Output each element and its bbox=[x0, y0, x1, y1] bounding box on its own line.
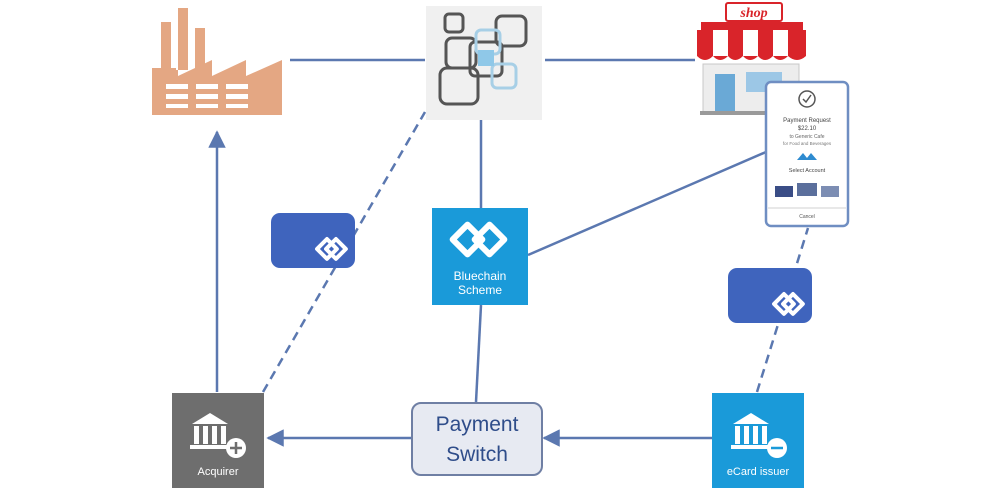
phone-cancel: Cancel bbox=[799, 214, 815, 220]
chain-link-icon bbox=[772, 292, 805, 316]
shop-icon: shop bbox=[697, 2, 806, 115]
card-option-3 bbox=[821, 186, 839, 197]
bluechain-scheme-node: Bluechain Scheme bbox=[432, 208, 528, 305]
payment-switch-node: Payment Switch bbox=[411, 402, 543, 476]
phone-select-account: Select Account bbox=[789, 168, 826, 174]
phone-amount: $22.10 bbox=[798, 126, 817, 132]
connector-bluechain-phone bbox=[527, 150, 767, 257]
phone-to: to Generic Cafe bbox=[789, 134, 824, 140]
card-option-1 bbox=[775, 186, 793, 197]
network-logo-icon bbox=[426, 6, 542, 120]
phone-title: Payment Request bbox=[783, 118, 831, 124]
chain-link-icon bbox=[315, 237, 348, 261]
acquirer-label: Acquirer bbox=[198, 466, 239, 478]
payment-switch-line1: Payment bbox=[436, 413, 519, 436]
dashed-acquirer-network bbox=[261, 111, 427, 393]
dashed-issuer-phone bbox=[755, 227, 810, 393]
token-left bbox=[271, 213, 355, 268]
phone-icon: Payment Request $22.10 to Generic Cafe f… bbox=[764, 80, 850, 228]
payment-switch-line2: Switch bbox=[446, 443, 508, 466]
chain-link-icon bbox=[449, 221, 508, 258]
ecard-issuer-label: eCard issuer bbox=[727, 466, 790, 478]
acquirer-node: Acquirer bbox=[172, 393, 264, 488]
connector-bluechain-switch bbox=[474, 304, 483, 403]
factory-icon bbox=[152, 8, 282, 115]
ecard-issuer-node: eCard issuer bbox=[712, 393, 804, 488]
shop-sign-text: shop bbox=[739, 6, 767, 21]
connectors bbox=[208, 58, 810, 447]
card-option-2 bbox=[797, 183, 817, 196]
bluechain-label-line1: Bluechain bbox=[454, 269, 507, 283]
bluechain-label-line2: Scheme bbox=[458, 283, 502, 297]
token-right bbox=[728, 268, 812, 323]
phone-item: for Food and Beverages bbox=[783, 141, 832, 146]
